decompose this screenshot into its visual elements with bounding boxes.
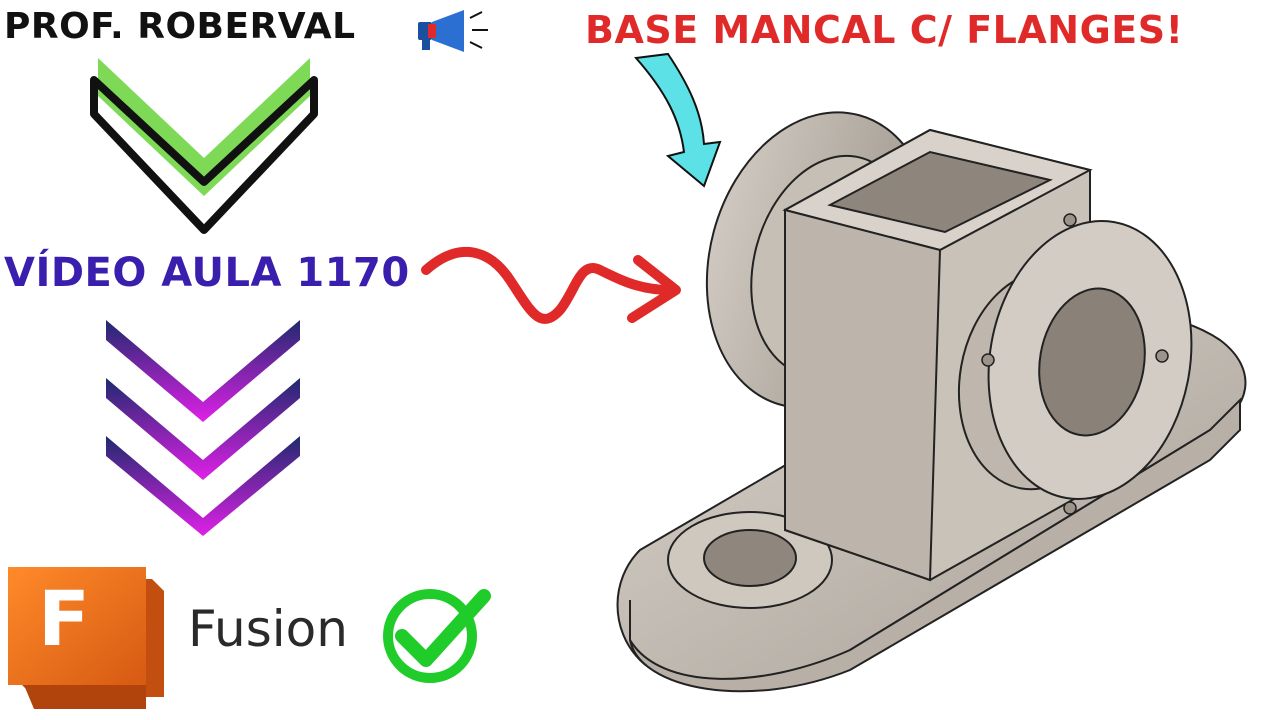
curved-arrow-icon xyxy=(633,52,722,188)
squiggle-arrow-icon xyxy=(421,247,681,324)
check-circle-icon xyxy=(383,589,491,683)
author-title: PROF. ROBERVAL xyxy=(4,6,356,47)
megaphone-icon xyxy=(418,10,488,52)
fusion-logo-icon xyxy=(8,567,164,709)
chevron-down-icon xyxy=(90,58,318,234)
fusion-logo-letter: F xyxy=(38,574,90,663)
video-lesson-label: VÍDEO AULA 1170 xyxy=(4,250,410,296)
triple-chevron-down-icon xyxy=(106,320,300,536)
headline: BASE MANCAL C/ FLANGES! xyxy=(585,8,1184,52)
brand-name: Fusion xyxy=(188,600,348,658)
bearing-base-3d-illustration xyxy=(616,111,1247,693)
